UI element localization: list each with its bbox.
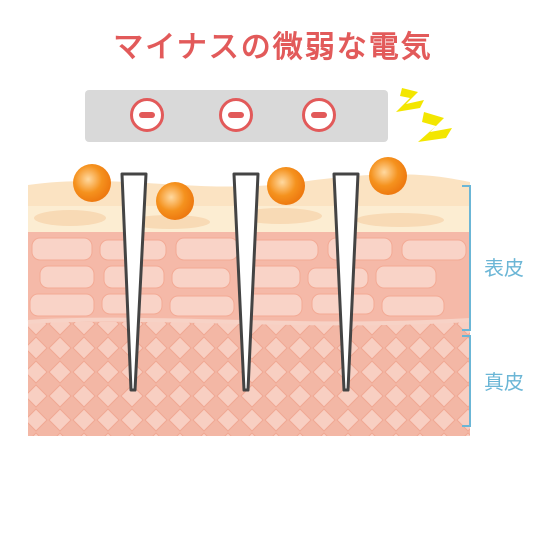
ions [73,157,407,220]
minus-charge-icon [130,98,164,132]
lightning-icon [396,88,452,142]
needles [120,172,360,392]
diagram-title: マイナスの微弱な電気 [113,30,433,65]
ion-particle [369,157,407,195]
electric-device-bar [85,90,388,142]
layer-brackets [462,185,471,427]
dermis-label: 真皮 [484,370,524,394]
minus-charge-icon [219,98,253,132]
ion-particle [267,167,305,205]
needle [232,172,260,392]
epidermis-label: 表皮 [484,256,524,280]
needle [120,172,148,392]
ion-particle [73,164,111,202]
ion-particle [156,182,194,220]
minus-charge-icon [302,98,336,132]
needle [332,172,360,392]
